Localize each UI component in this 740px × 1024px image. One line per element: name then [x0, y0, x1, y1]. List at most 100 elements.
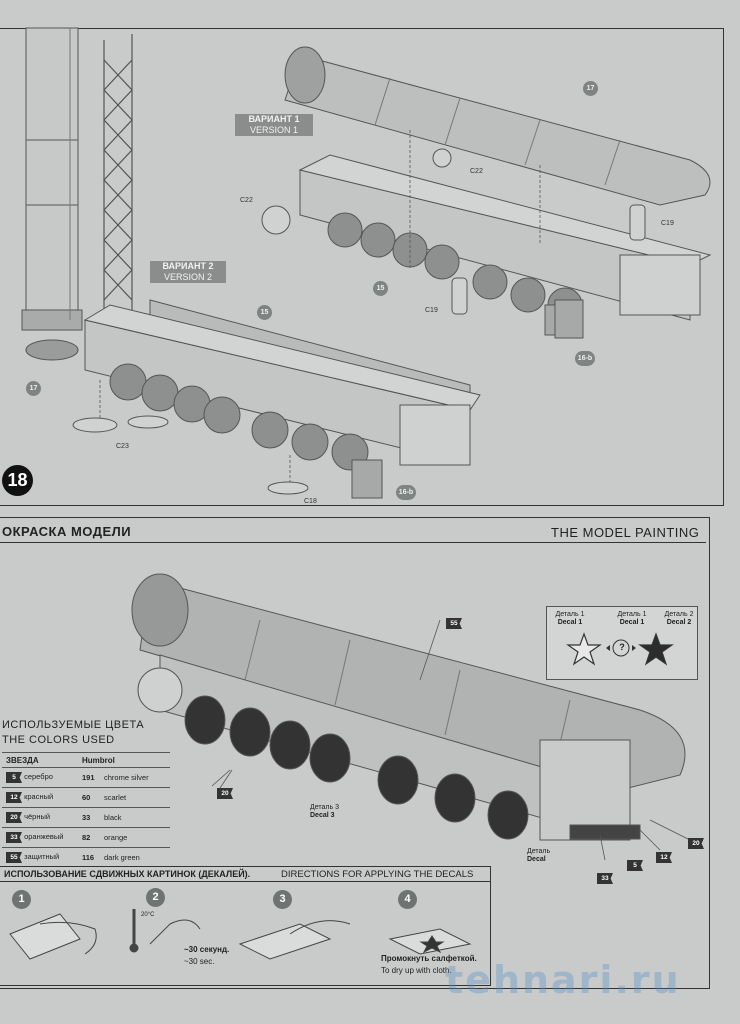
color-name-ru: красный [24, 792, 54, 801]
small-parts [72, 148, 646, 495]
dry-en: To dry up with cloth. [381, 966, 452, 975]
time-ru: ~30 секунд. [184, 945, 230, 954]
decal-en: Decal [527, 856, 546, 863]
decal-1b-ru: Деталь 1 [617, 611, 647, 618]
red-star-icon [566, 632, 602, 666]
part-c18: C18 [304, 498, 317, 505]
decal-steps-drawing [9, 909, 472, 960]
variant-1-en: VERSION 1 [249, 125, 298, 135]
painted-vehicle-drawing [131, 573, 691, 861]
humbrol-number: 33 [78, 807, 100, 828]
humbrol-number: 82 [78, 827, 100, 848]
decal-step-3: 3 [273, 890, 292, 909]
decal-ru: Деталь [527, 848, 551, 855]
header-humbrol: Humbrol [78, 752, 170, 768]
decal-1b-label: Деталь 1 Decal 1 [616, 611, 648, 627]
color-name-ru: чёрный [24, 812, 51, 821]
part-c19-mid: C19 [425, 307, 438, 314]
color-name-en: chrome silver [100, 767, 170, 788]
decal-step-2: 2 [146, 888, 165, 907]
table-row: 33 оранжевый 82 orange [2, 827, 170, 848]
outlined-star-icon [638, 632, 674, 666]
humbrol-number: 191 [78, 767, 100, 788]
decal-step-1: 1 [12, 890, 31, 909]
question-icon: ? [619, 642, 625, 652]
part-c19-right: C19 [661, 220, 674, 227]
zvezda-cell: 33 оранжевый [2, 827, 78, 848]
decal-3-ru: Деталь 3 [310, 804, 339, 811]
decal-2-en: Decal 2 [666, 619, 692, 626]
part-17-top: 17 [583, 81, 598, 96]
color-badge: 33 [6, 832, 22, 843]
table-row: 12 красный 60 scarlet [2, 787, 170, 808]
decal-1a-label: Деталь 1 Decal 1 [555, 611, 585, 627]
zvezda-cell: 55 защитный [2, 847, 78, 867]
colors-title-en: THE COLORS USED [2, 734, 115, 746]
part-c23: C23 [116, 443, 129, 450]
star-decals-drawing [566, 632, 674, 666]
painting-title-rule [0, 542, 706, 543]
decal-1b-en: Decal 1 [619, 619, 645, 626]
color-name-en: scarlet [100, 787, 170, 808]
callout-20-left: 20 [217, 788, 233, 799]
step-number-badge: 18 [2, 465, 33, 496]
decal-1a-en: Decal 1 [557, 619, 583, 626]
header-zvezda: ЗВЕЗДА [2, 752, 78, 768]
assembly-frame [0, 28, 724, 506]
decal-step-4: 4 [398, 890, 417, 909]
humbrol-number: 116 [78, 847, 100, 867]
variant-1-ru: ВАРИАНТ 1 [248, 114, 300, 124]
part-16b-bottom: 16-b [396, 485, 416, 500]
table-row: 5 серебро 191 chrome silver [2, 767, 170, 788]
color-name-ru: защитный [24, 852, 60, 861]
truck-v2 [83, 299, 481, 499]
watermark: tehnari.ru [445, 958, 681, 1002]
leader-lines [99, 130, 541, 482]
time-en: ~30 sec. [184, 957, 215, 966]
humbrol-number: 60 [78, 787, 100, 808]
erected-missile [21, 27, 83, 361]
zvezda-cell: 12 красный [2, 787, 78, 808]
colors-header-row: ЗВЕЗДА Humbrol [2, 752, 170, 768]
part-15-top: 15 [373, 281, 388, 296]
part-c22-right: C22 [470, 168, 483, 175]
color-badge: 5 [6, 772, 22, 783]
color-badge: 55 [6, 852, 22, 863]
decal-instructions-rule [0, 881, 490, 882]
color-badge: 12 [6, 792, 22, 803]
variant-2-badge: ВАРИАНТ 2 VERSION 2 [150, 261, 226, 283]
variant-2-en: VERSION 2 [163, 272, 212, 282]
table-row: 20 чёрный 33 black [2, 807, 170, 828]
decal-instructions-title-en: DIRECTIONS FOR APPLYING THE DECALS [281, 869, 474, 880]
decal-3-en: Decal 3 [310, 812, 335, 819]
color-name-en: black [100, 807, 170, 828]
part-c22-left: C22 [240, 197, 253, 204]
callout-5: 5 [627, 860, 643, 871]
callout-55: 55 [446, 618, 462, 629]
callout-33: 33 [597, 873, 613, 884]
dry-ru: Промокнуть салфеткой. [381, 954, 477, 963]
decal-label: Деталь Decal [527, 848, 557, 864]
painting-title-en: THE MODEL PAINTING [551, 525, 700, 540]
decal-1a-ru: Деталь 1 [555, 611, 585, 618]
decal-2-ru: Деталь 2 [664, 611, 694, 618]
color-name-en: orange [100, 827, 170, 848]
painting-frame [0, 517, 710, 989]
decal-2-label: Деталь 2 Decal 2 [662, 611, 696, 627]
colors-title-ru: ИСПОЛЬЗУЕМЫЕ ЦВЕТА [2, 719, 145, 731]
callout-20-right: 20 [688, 838, 704, 849]
variant-1-badge: ВАРИАНТ 1 VERSION 1 [235, 114, 313, 136]
colors-table: ЗВЕЗДА Humbrol 5 серебро 191 chrome silv… [2, 752, 170, 867]
canister-v1 [284, 46, 711, 206]
decal-star-icon [419, 935, 445, 954]
zvezda-cell: 20 чёрный [2, 807, 78, 828]
color-name-en: dark green [100, 847, 170, 867]
lattice-mast [103, 34, 133, 330]
zvezda-cell: 5 серебро [2, 767, 78, 788]
part-17-left: 17 [26, 381, 41, 396]
assembly-drawing [21, 27, 712, 499]
color-badge: 20 [6, 812, 22, 823]
variant-2-ru: ВАРИАНТ 2 [162, 261, 214, 271]
callout-12: 12 [656, 852, 672, 863]
